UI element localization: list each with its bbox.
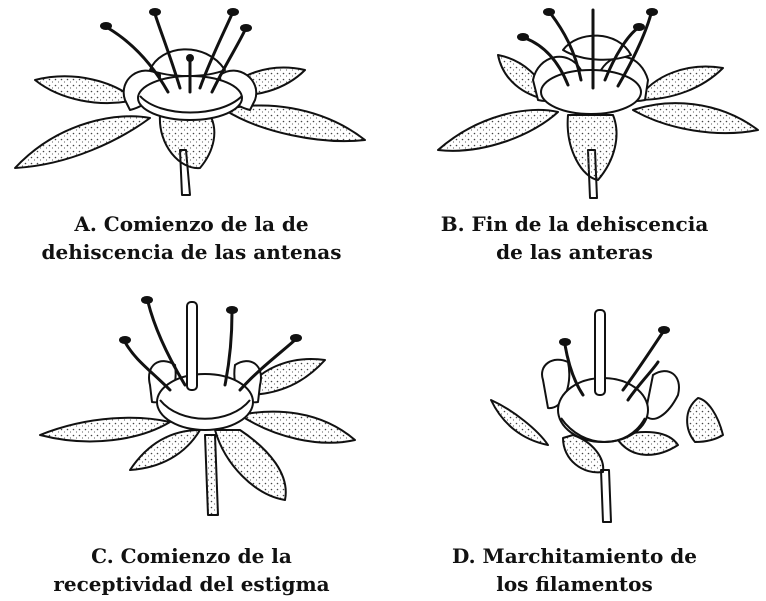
leaf-right xyxy=(687,398,723,442)
panel-a: A. Comienzo de la de dehiscencia de las … xyxy=(0,0,383,290)
anther-3 xyxy=(633,23,645,31)
anther-1 xyxy=(100,22,112,30)
leaf-right-lower xyxy=(225,105,365,141)
caption-a-line1: A. Comienzo de la de xyxy=(0,210,383,238)
stamen-3 xyxy=(225,312,232,385)
flower-a-illustration xyxy=(0,0,383,200)
leaf-left-lower xyxy=(438,110,558,151)
corolla xyxy=(541,70,641,114)
caption-b: B. Fin de la dehiscencia de las anteras xyxy=(383,210,766,266)
corolla xyxy=(157,374,253,430)
caption-c-line1: C. Comienzo de la xyxy=(0,542,383,570)
stem xyxy=(601,470,611,522)
flower-d-illustration xyxy=(383,290,766,530)
caption-c-line2: receptividad del estigma xyxy=(0,570,383,598)
leaf-right-lower xyxy=(633,103,758,133)
stigma xyxy=(186,54,194,62)
flower-b-illustration xyxy=(383,0,766,200)
caption-d-line1: D. Marchitamiento de xyxy=(383,542,766,570)
caption-d: D. Marchitamiento de los filamentos xyxy=(383,542,766,598)
panel-b: B. Fin de la dehiscencia de las anteras xyxy=(383,0,766,290)
anther-4 xyxy=(290,334,302,342)
caption-a-line2: dehiscencia de las antenas xyxy=(0,238,383,266)
leaf-right-upper xyxy=(638,67,723,100)
leaf-left-upper xyxy=(130,430,200,470)
anther-1 xyxy=(119,336,131,344)
caption-b-line1: B. Fin de la dehiscencia xyxy=(383,210,766,238)
anther-2 xyxy=(658,326,670,334)
leaf-left-upper xyxy=(35,76,135,103)
anther-1 xyxy=(559,338,571,346)
leaf-left-lower xyxy=(40,418,170,442)
sepal-front xyxy=(215,430,286,500)
anther-4 xyxy=(240,24,252,32)
anther-2 xyxy=(543,8,555,16)
stem xyxy=(205,435,218,515)
caption-c: C. Comienzo de la receptividad del estig… xyxy=(0,542,383,598)
style xyxy=(595,310,605,395)
anther-1 xyxy=(517,33,529,41)
caption-b-line2: de las anteras xyxy=(383,238,766,266)
anther-4 xyxy=(646,8,658,16)
style xyxy=(187,302,197,390)
anther-2 xyxy=(141,296,153,304)
petal-right xyxy=(645,371,679,419)
panel-d: D. Marchitamiento de los filamentos xyxy=(383,290,766,601)
leaf-right-lower xyxy=(240,412,355,443)
sepal-front xyxy=(568,115,617,180)
anther-3 xyxy=(227,8,239,16)
sepal-front xyxy=(160,115,214,168)
anther-3 xyxy=(226,306,238,314)
flower-c-illustration xyxy=(0,290,383,530)
caption-a: A. Comienzo de la de dehiscencia de las … xyxy=(0,210,383,266)
leaf-left-lower xyxy=(15,116,150,168)
anther-2 xyxy=(149,8,161,16)
panel-c: C. Comienzo de la receptividad del estig… xyxy=(0,290,383,601)
leaf-left xyxy=(491,400,548,445)
caption-d-line2: los filamentos xyxy=(383,570,766,598)
